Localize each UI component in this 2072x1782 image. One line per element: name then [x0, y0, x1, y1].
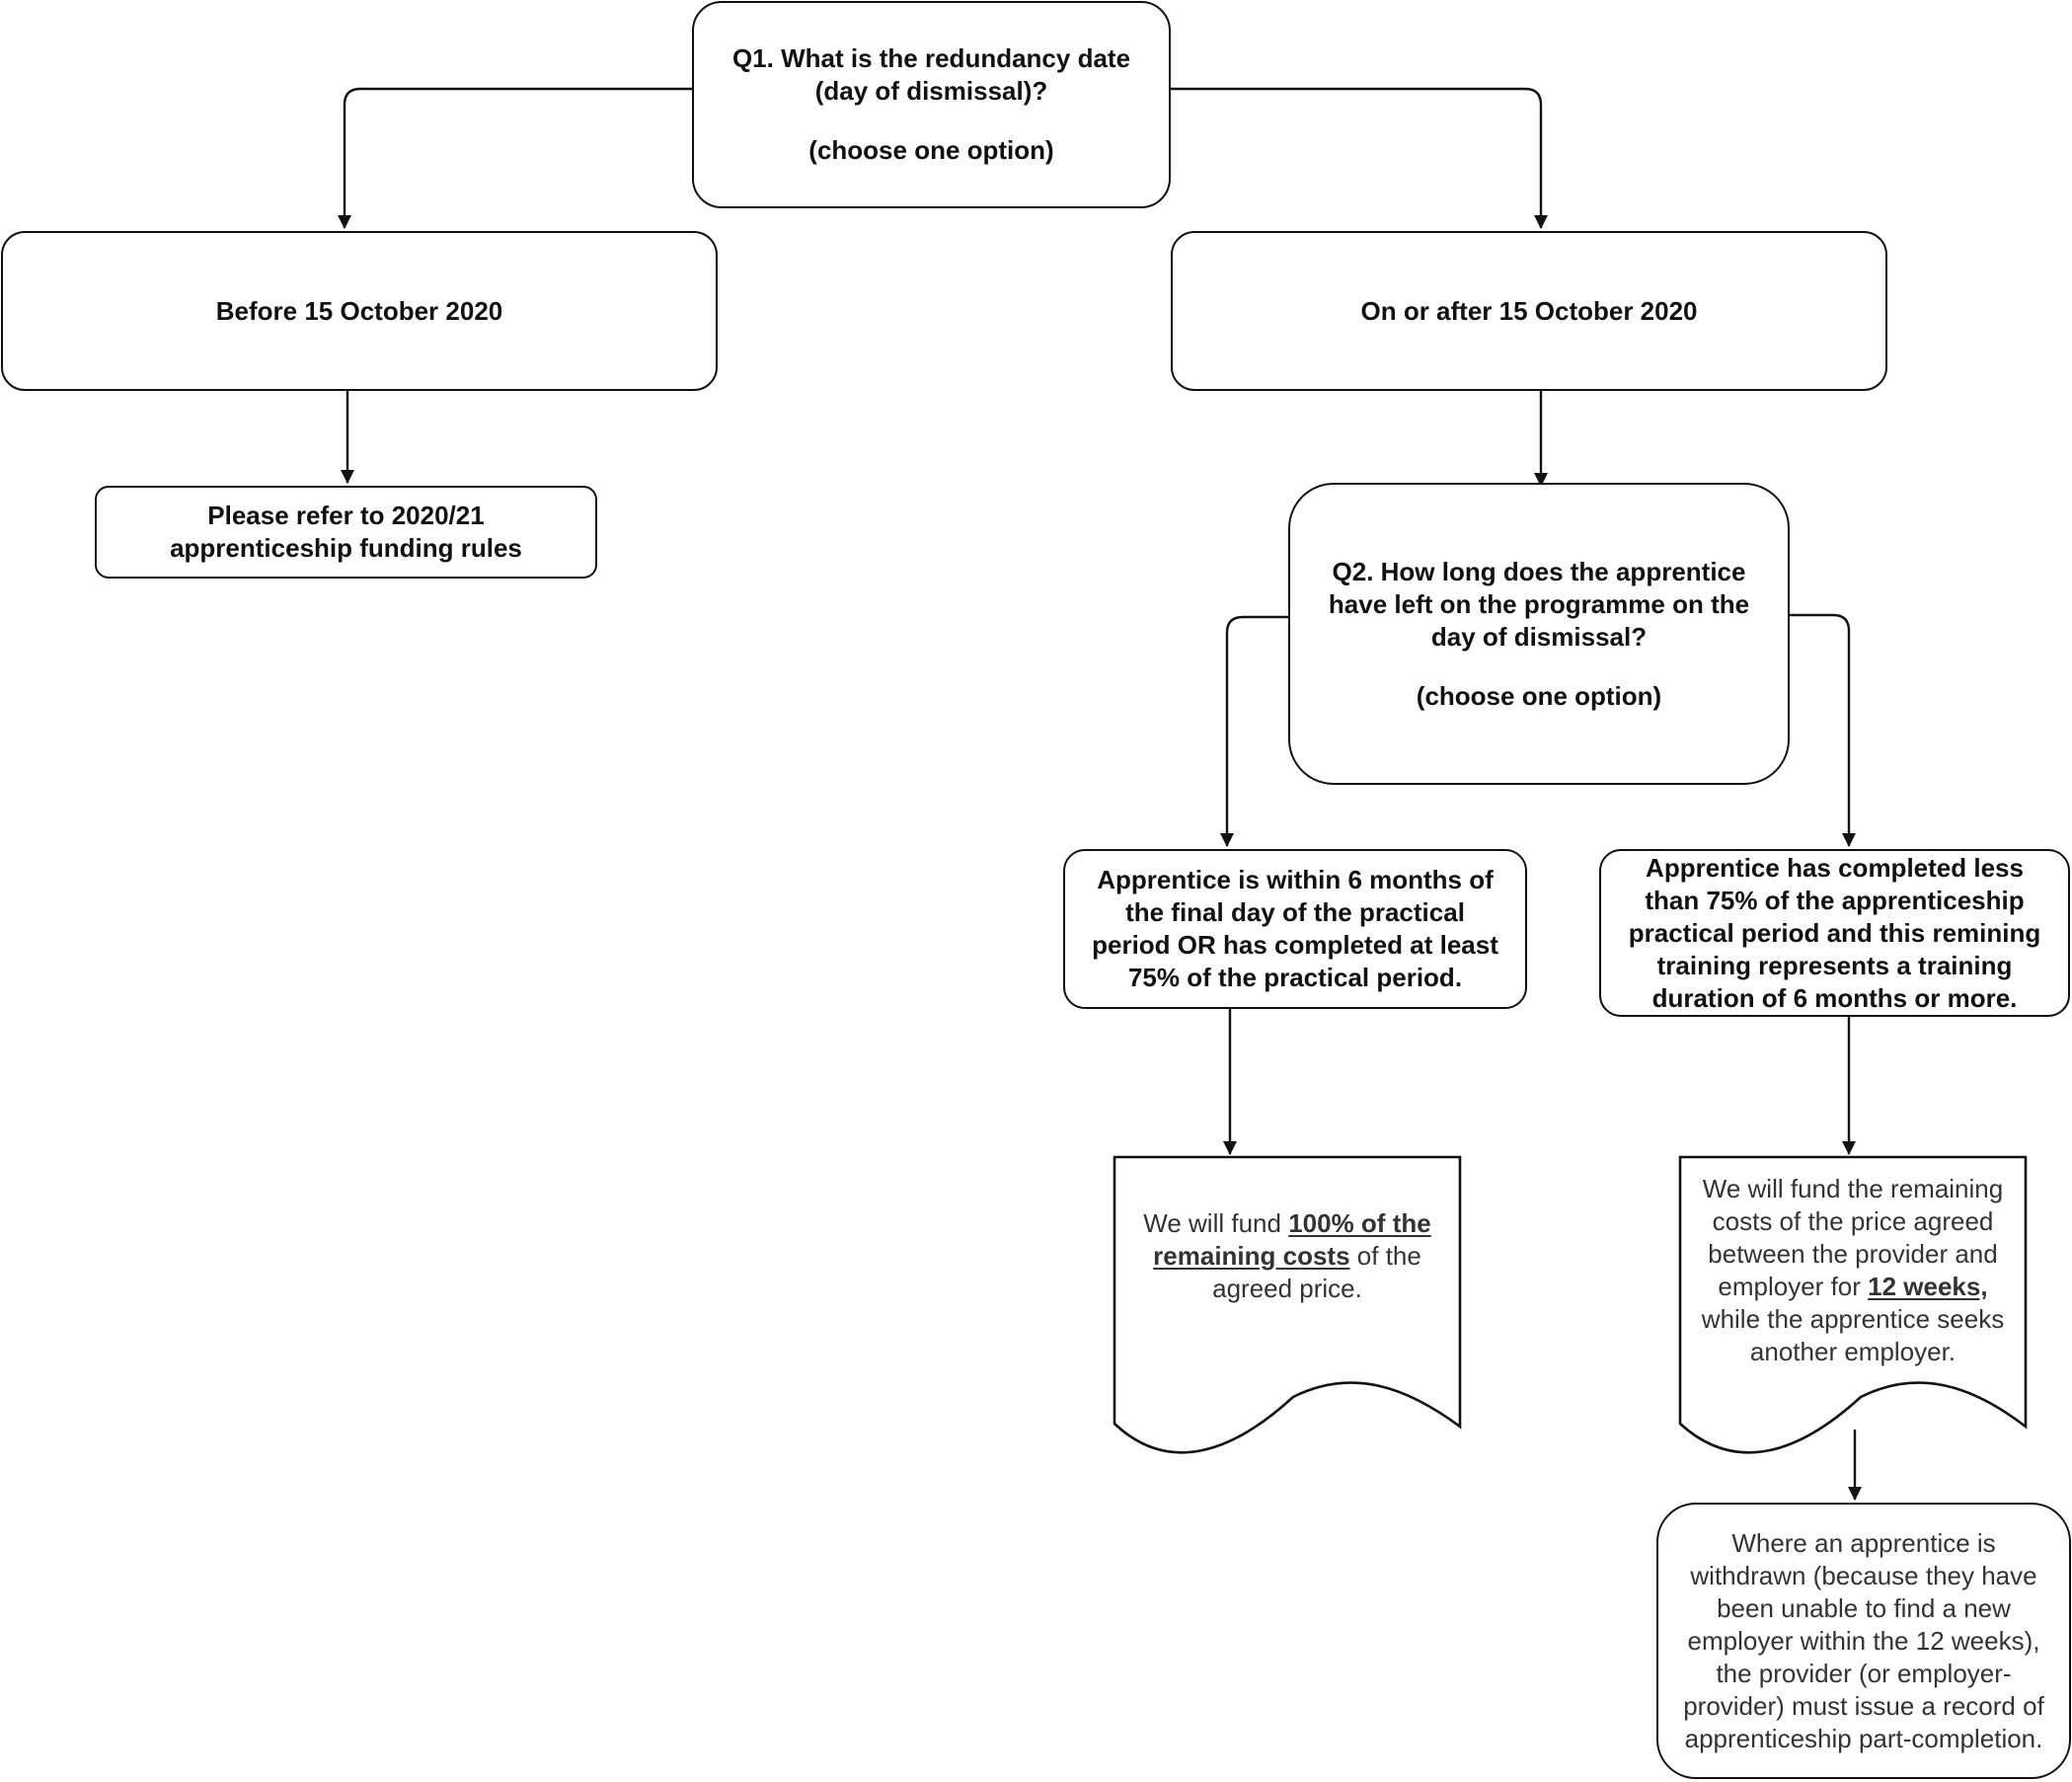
refer-funding-rules-node: Please refer to 2020/21 apprenticeship f… — [95, 486, 597, 579]
fund12-pre: employer for — [1718, 1272, 1869, 1301]
q1-question-line-2: (day of dismissal)? — [814, 76, 1048, 106]
q1-question-line-1: Q1. What is the redundancy date — [731, 43, 1131, 73]
fund-100-document-node: We will fund 100% of the remaining costs… — [1114, 1157, 1460, 1355]
document-shape-fund12 — [1678, 1155, 2028, 1454]
within-line-3: period OR has completed at least — [1092, 930, 1498, 960]
fund100-line-3: agreed price. — [1212, 1273, 1362, 1303]
fund12-line-1: We will fund the remaining — [1702, 1174, 2004, 1203]
withdrawn-line-1: Where an apprentice is — [1731, 1527, 1996, 1558]
q2-question-line-2: have left on the programme on the — [1328, 588, 1750, 619]
edge-q2-to-less — [1790, 613, 1856, 847]
fund100-emphasis-2: remaining costs — [1153, 1240, 1350, 1271]
refer-line-1: Please refer to 2020/21 — [207, 501, 485, 530]
q2-instruction: (choose one option) — [1416, 680, 1662, 711]
less-line-3: practical period and this remining — [1628, 917, 2041, 948]
document-shape-fund100 — [1113, 1155, 1462, 1454]
fund100-pre: We will fund — [1143, 1207, 1289, 1238]
fund100-line-2: remaining costs of the — [1153, 1240, 1421, 1273]
fund12-line-5: while the apprentice seeks — [1701, 1304, 2005, 1334]
q1-instruction: (choose one option) — [808, 135, 1054, 165]
q2-question-line-3: day of dismissal? — [1430, 621, 1648, 652]
withdrawn-line-2: withdrawn (because they have — [1690, 1560, 2037, 1590]
fund12-emphasis: 12 weeks, — [1868, 1272, 1988, 1301]
fund12-line-6: another employer. — [1749, 1337, 1957, 1366]
q2-question-node: Q2. How long does the apprentice have le… — [1288, 483, 1790, 785]
q2-question-line-1: Q2. How long does the apprentice — [1332, 556, 1746, 586]
refer-line-2: apprenticeship funding rules — [170, 533, 522, 563]
option-before-node: Before 15 October 2020 — [1, 231, 718, 391]
option-after-node: On or after 15 October 2020 — [1171, 231, 1887, 391]
less-line-5: duration of 6 months or more. — [1651, 982, 2018, 1013]
edge-q1-to-after — [1171, 87, 1548, 229]
option-before-label: Before 15 October 2020 — [215, 295, 503, 326]
within-line-1: Apprentice is within 6 months of — [1097, 865, 1494, 894]
less-line-1: Apprentice has completed less — [1646, 852, 2024, 883]
fund100-post: of the — [1349, 1240, 1421, 1271]
option-after-label: On or after 15 October 2020 — [1360, 295, 1698, 326]
within-line-2: the final day of the practical — [1125, 897, 1465, 927]
q1-question-node: Q1. What is the redundancy date (day of … — [692, 1, 1171, 208]
withdrawn-note-node: Where an apprentice is withdrawn (becaus… — [1656, 1503, 2071, 1779]
edge-q1-to-before — [338, 87, 692, 229]
fund100-line-1: We will fund 100% of the — [1143, 1207, 1430, 1240]
fund12-line-2: costs of the price agreed — [1712, 1206, 1994, 1236]
fund100-emphasis-1: 100% of the — [1288, 1207, 1431, 1238]
option-less-node: Apprentice has completed less than 75% o… — [1599, 849, 2070, 1017]
less-line-2: than 75% of the apprenticeship — [1645, 885, 2025, 915]
option-within-node: Apprentice is within 6 months of the fin… — [1063, 849, 1527, 1009]
withdrawn-line-5: the provider (or employer- — [1716, 1658, 2012, 1688]
fund-12-weeks-document-node: We will fund the remaining costs of the … — [1680, 1157, 2026, 1384]
within-line-4: 75% of the practical period. — [1127, 963, 1463, 992]
less-line-4: training represents a training — [1656, 950, 2013, 980]
fund12-line-4: employer for 12 weeks, — [1718, 1271, 1987, 1303]
withdrawn-line-4: employer within the 12 weeks), — [1687, 1625, 2040, 1656]
withdrawn-line-3: been unable to find a new — [1717, 1592, 2011, 1623]
fund12-line-3: between the provider and — [1708, 1239, 1998, 1269]
edge-q2-to-within — [1220, 615, 1288, 847]
withdrawn-line-6: provider) must issue a record of — [1683, 1690, 2044, 1721]
withdrawn-line-7: apprenticeship part-completion. — [1684, 1723, 2043, 1753]
